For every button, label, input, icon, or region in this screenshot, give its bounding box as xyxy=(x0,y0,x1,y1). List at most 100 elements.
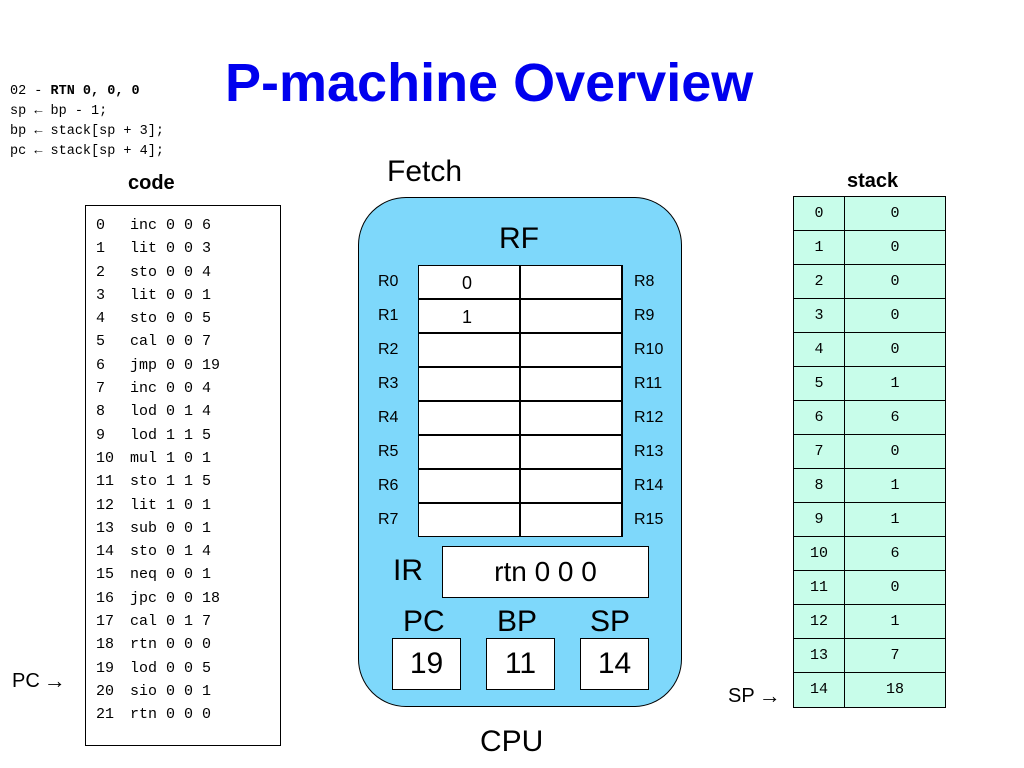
stack-value: 0 xyxy=(890,579,900,596)
note-instruction: RTN 0, 0, 0 xyxy=(50,84,140,99)
stack-value: 1 xyxy=(890,477,900,494)
code-index: 4 xyxy=(96,310,106,328)
register-label: R6 xyxy=(378,477,399,494)
code-index: 7 xyxy=(96,380,106,398)
stack-index: 1 xyxy=(794,231,845,264)
stack-index: 3 xyxy=(794,299,845,332)
stack-index: 12 xyxy=(794,605,845,638)
code-instruction: neq 0 0 1 xyxy=(130,566,212,584)
sp-pointer: SP → xyxy=(728,683,781,709)
rf-label: RF xyxy=(499,222,539,255)
code-index: 18 xyxy=(96,636,115,654)
register-cell xyxy=(418,503,520,537)
sp-label: SP xyxy=(590,605,631,638)
code-index: 13 xyxy=(96,519,115,537)
stack-index: 5 xyxy=(794,367,845,400)
sp-value: 14 xyxy=(580,638,649,690)
register-cell: 1 xyxy=(418,299,520,333)
code-index: 5 xyxy=(96,333,106,351)
register-label: R13 xyxy=(634,443,664,460)
code-instruction: sto 0 0 5 xyxy=(130,310,212,328)
code-instruction: sio 0 0 1 xyxy=(130,682,212,700)
pc-value: 19 xyxy=(392,638,461,690)
register-label: R15 xyxy=(634,511,664,528)
code-instruction: jmp 0 0 19 xyxy=(130,356,221,374)
code-index: 0 xyxy=(96,217,106,234)
register-cell xyxy=(418,435,520,469)
note-line-4: pc ← stack[sp + 4]; xyxy=(10,142,164,162)
register-label: R5 xyxy=(378,443,399,460)
code-row: 6 jmp 0 0 19 xyxy=(96,354,220,377)
code-index: 15 xyxy=(96,566,115,584)
stack-value: 6 xyxy=(890,409,900,426)
register-cell xyxy=(520,299,622,333)
register-label: R7 xyxy=(378,511,399,528)
code-index: 2 xyxy=(96,263,106,281)
code-instruction: lit 0 0 1 xyxy=(130,286,212,304)
stack-value: 7 xyxy=(890,647,900,664)
code-index: 8 xyxy=(96,403,106,421)
code-index: 6 xyxy=(96,356,106,374)
sp-pointer-label: SP xyxy=(728,684,755,707)
bp-label: BP xyxy=(497,605,538,638)
stack-value: 0 xyxy=(890,239,900,256)
stack-value: 0 xyxy=(890,443,900,460)
register-label: R9 xyxy=(634,307,655,324)
bp-value: 11 xyxy=(486,638,555,690)
stack-index: 10 xyxy=(794,537,845,570)
note-lhs: sp xyxy=(10,104,35,119)
code-row: 15 neq 0 0 1 xyxy=(96,563,220,586)
code-instruction: sto 0 1 4 xyxy=(130,543,212,561)
code-index: 11 xyxy=(96,473,115,491)
register-cell xyxy=(418,333,520,367)
pc-label: PC xyxy=(403,605,445,638)
stack-value: 0 xyxy=(890,273,900,290)
register-cell xyxy=(520,265,622,299)
stack-value: 18 xyxy=(885,681,904,698)
register-cell xyxy=(520,367,622,401)
code-instruction: lit 0 0 3 xyxy=(130,240,212,258)
left-arrow-icon: ← xyxy=(34,104,43,119)
register-label: R0 xyxy=(378,273,399,290)
register-cell xyxy=(418,469,520,503)
code-instruction: sub 0 0 1 xyxy=(130,519,212,537)
register-label: R11 xyxy=(634,375,663,392)
register-label: R10 xyxy=(634,341,664,358)
code-instruction: lod 0 0 5 xyxy=(130,659,212,677)
note-rhs: bp - 1; xyxy=(42,104,108,119)
pc-pointer: PC → xyxy=(12,668,66,694)
stack-value: 1 xyxy=(890,375,900,392)
note-lhs: bp xyxy=(10,124,35,139)
stack-value: 0 xyxy=(890,205,900,222)
register-cell: 0 xyxy=(418,265,520,299)
code-index: 20 xyxy=(96,682,115,700)
register-cell xyxy=(520,435,622,469)
note-line-2: sp ← bp - 1; xyxy=(10,102,164,122)
register-label: R3 xyxy=(378,375,399,392)
stack-index: 6 xyxy=(794,401,845,434)
stack-index: 2 xyxy=(794,265,845,298)
stack-value: 1 xyxy=(890,511,900,528)
code-instruction: inc 0 0 6 xyxy=(130,217,212,234)
left-arrow-icon: ← xyxy=(34,144,43,159)
right-arrow-icon: → xyxy=(43,668,66,693)
note-line-1: 02 - RTN 0, 0, 0 xyxy=(10,82,164,102)
code-instruction: rtn 0 0 0 xyxy=(130,706,212,724)
register-cell xyxy=(520,503,622,537)
register-label: R8 xyxy=(634,273,655,290)
code-index: 1 xyxy=(96,240,106,258)
